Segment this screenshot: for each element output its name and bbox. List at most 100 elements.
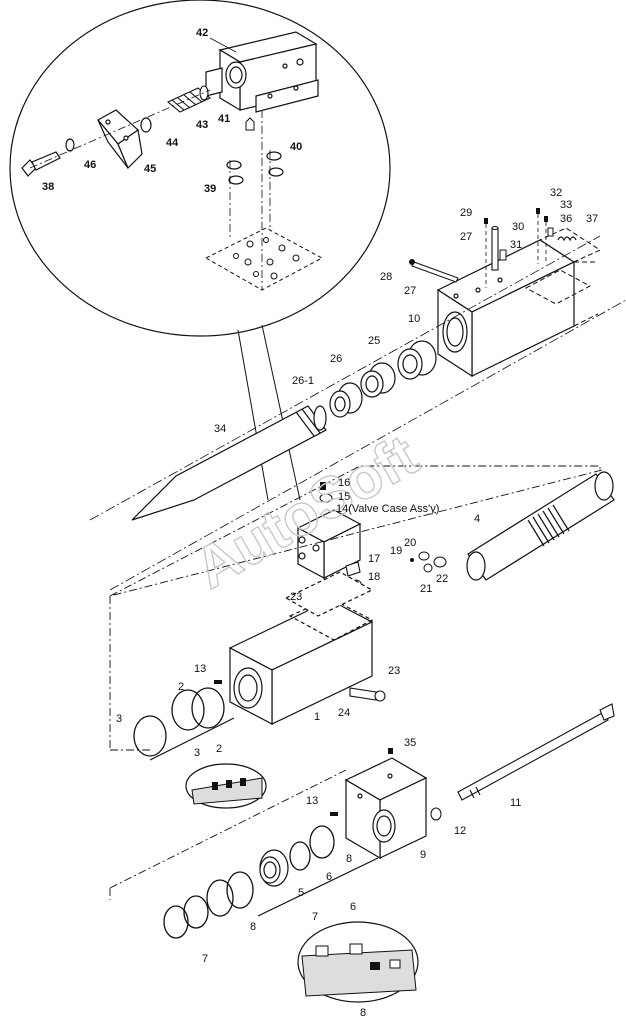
callout-center-lines bbox=[29, 89, 271, 290]
label-8-middle: 8 bbox=[250, 921, 256, 933]
label-7: 7 bbox=[202, 953, 208, 965]
label-43: 43 bbox=[196, 119, 208, 131]
label-24: 24 bbox=[338, 707, 350, 719]
label-36: 36 bbox=[560, 213, 572, 225]
part-15-seal bbox=[319, 493, 333, 503]
label-23-lower: 23 bbox=[388, 665, 400, 677]
label-8-detail: 8 bbox=[360, 1007, 366, 1019]
label-6: 6 bbox=[326, 871, 332, 883]
part-28-rod bbox=[409, 259, 459, 283]
label-14-valve-case: 14(Valve Case Ass'y) bbox=[336, 503, 439, 515]
label-18: 18 bbox=[368, 571, 380, 583]
part-24-check-valve bbox=[349, 687, 386, 702]
label-35: 35 bbox=[404, 737, 416, 749]
label-10: 10 bbox=[408, 313, 420, 325]
part-17-plug bbox=[345, 561, 361, 577]
part-4-piston bbox=[466, 471, 615, 581]
label-21: 21 bbox=[420, 583, 432, 595]
label-27-lower: 27 bbox=[404, 285, 416, 297]
label-11: 11 bbox=[510, 797, 521, 809]
part-20-plug bbox=[418, 551, 430, 561]
part-13-pin-upper bbox=[214, 680, 222, 684]
part-32-plug bbox=[536, 208, 540, 214]
label-38: 38 bbox=[42, 181, 54, 193]
front-head-dashed-extension bbox=[524, 227, 602, 327]
label-6-detail: 6 bbox=[350, 901, 356, 913]
callout-leader-left bbox=[237, 329, 269, 501]
label-26-1: 26-1 bbox=[292, 375, 314, 387]
part-21-o-ring bbox=[423, 563, 433, 573]
seal-group-bracket-upper bbox=[149, 717, 235, 761]
label-33: 33 bbox=[560, 199, 572, 211]
part-8-seal-a bbox=[309, 825, 335, 859]
part-39-o-ring-b bbox=[228, 175, 244, 185]
part-3-seal bbox=[133, 715, 167, 757]
seal-group-bracket-lower bbox=[257, 857, 379, 917]
part-10-front-head bbox=[436, 239, 576, 378]
part-34-chisel bbox=[131, 405, 327, 521]
part-41-pin bbox=[245, 117, 255, 131]
label-22: 22 bbox=[436, 573, 448, 585]
part-2-seal-b bbox=[191, 687, 225, 729]
front-axis-line-b bbox=[89, 235, 601, 521]
mounting-face-plate bbox=[204, 227, 324, 291]
label-39: 39 bbox=[204, 183, 216, 195]
part-labels: 42 41 43 44 46 45 38 39 40 29 30 32 33 3… bbox=[42, 27, 598, 1019]
part-7-seal-b bbox=[163, 905, 189, 939]
part-25-bush bbox=[397, 340, 437, 380]
label-15: 15 bbox=[338, 491, 350, 503]
part-1-cylinder bbox=[228, 597, 374, 725]
seal-detail-upper bbox=[185, 763, 267, 809]
part-2-seal-a bbox=[171, 689, 205, 731]
label-27-upper: 27 bbox=[460, 231, 472, 243]
label-42: 42 bbox=[196, 27, 208, 39]
label-2-detail: 2 bbox=[216, 743, 222, 755]
part-40-o-ring-a bbox=[266, 151, 282, 161]
part-46-washer bbox=[65, 138, 75, 152]
part-37-spring bbox=[557, 236, 577, 242]
part-31-plug bbox=[499, 249, 507, 261]
part-29-screw bbox=[484, 218, 488, 224]
part-38-bolt bbox=[21, 151, 61, 177]
label-13-upper: 13 bbox=[194, 663, 206, 675]
label-26: 26 bbox=[330, 353, 342, 365]
label-28: 28 bbox=[380, 271, 392, 283]
label-30: 30 bbox=[512, 221, 524, 233]
label-2-upper: 2 bbox=[178, 681, 184, 693]
label-34: 34 bbox=[214, 423, 226, 435]
label-13-lower: 13 bbox=[306, 795, 318, 807]
label-19: 19 bbox=[390, 545, 402, 557]
part-44-o-ring bbox=[140, 117, 152, 133]
part-45-cover bbox=[97, 109, 143, 170]
label-1: 1 bbox=[314, 711, 320, 723]
label-12: 12 bbox=[454, 825, 466, 837]
label-31: 31 bbox=[510, 239, 522, 251]
front-axis-line bbox=[109, 299, 626, 591]
label-16: 16 bbox=[338, 477, 350, 489]
part-13-pin-lower bbox=[330, 812, 338, 816]
label-3-upper: 3 bbox=[116, 713, 122, 725]
detail-callout-ellipse bbox=[9, 0, 391, 337]
callout-leader-right bbox=[261, 324, 301, 501]
label-29: 29 bbox=[460, 207, 472, 219]
part-7-seal-a bbox=[183, 895, 209, 929]
part-33-plug bbox=[544, 216, 548, 222]
label-17: 17 bbox=[368, 553, 380, 565]
label-9: 9 bbox=[420, 849, 426, 861]
part-11-charging-valve bbox=[457, 703, 615, 801]
part-30-pin bbox=[491, 225, 499, 271]
part-16-screw bbox=[320, 482, 326, 490]
lower-dashed-envelope bbox=[109, 769, 347, 900]
label-3-detail: 3 bbox=[194, 747, 200, 759]
label-41: 41 bbox=[218, 113, 230, 125]
part-35-plug bbox=[388, 748, 393, 754]
cylinder-upper-block bbox=[284, 571, 374, 617]
cylinder-dashed-envelope bbox=[109, 465, 603, 751]
label-4: 4 bbox=[474, 513, 480, 525]
part-22-plug bbox=[433, 556, 447, 568]
label-44: 44 bbox=[166, 137, 179, 149]
part-36-plug bbox=[547, 227, 554, 237]
part-8-seal-b bbox=[226, 871, 254, 909]
part-26-1-bush bbox=[329, 382, 363, 418]
